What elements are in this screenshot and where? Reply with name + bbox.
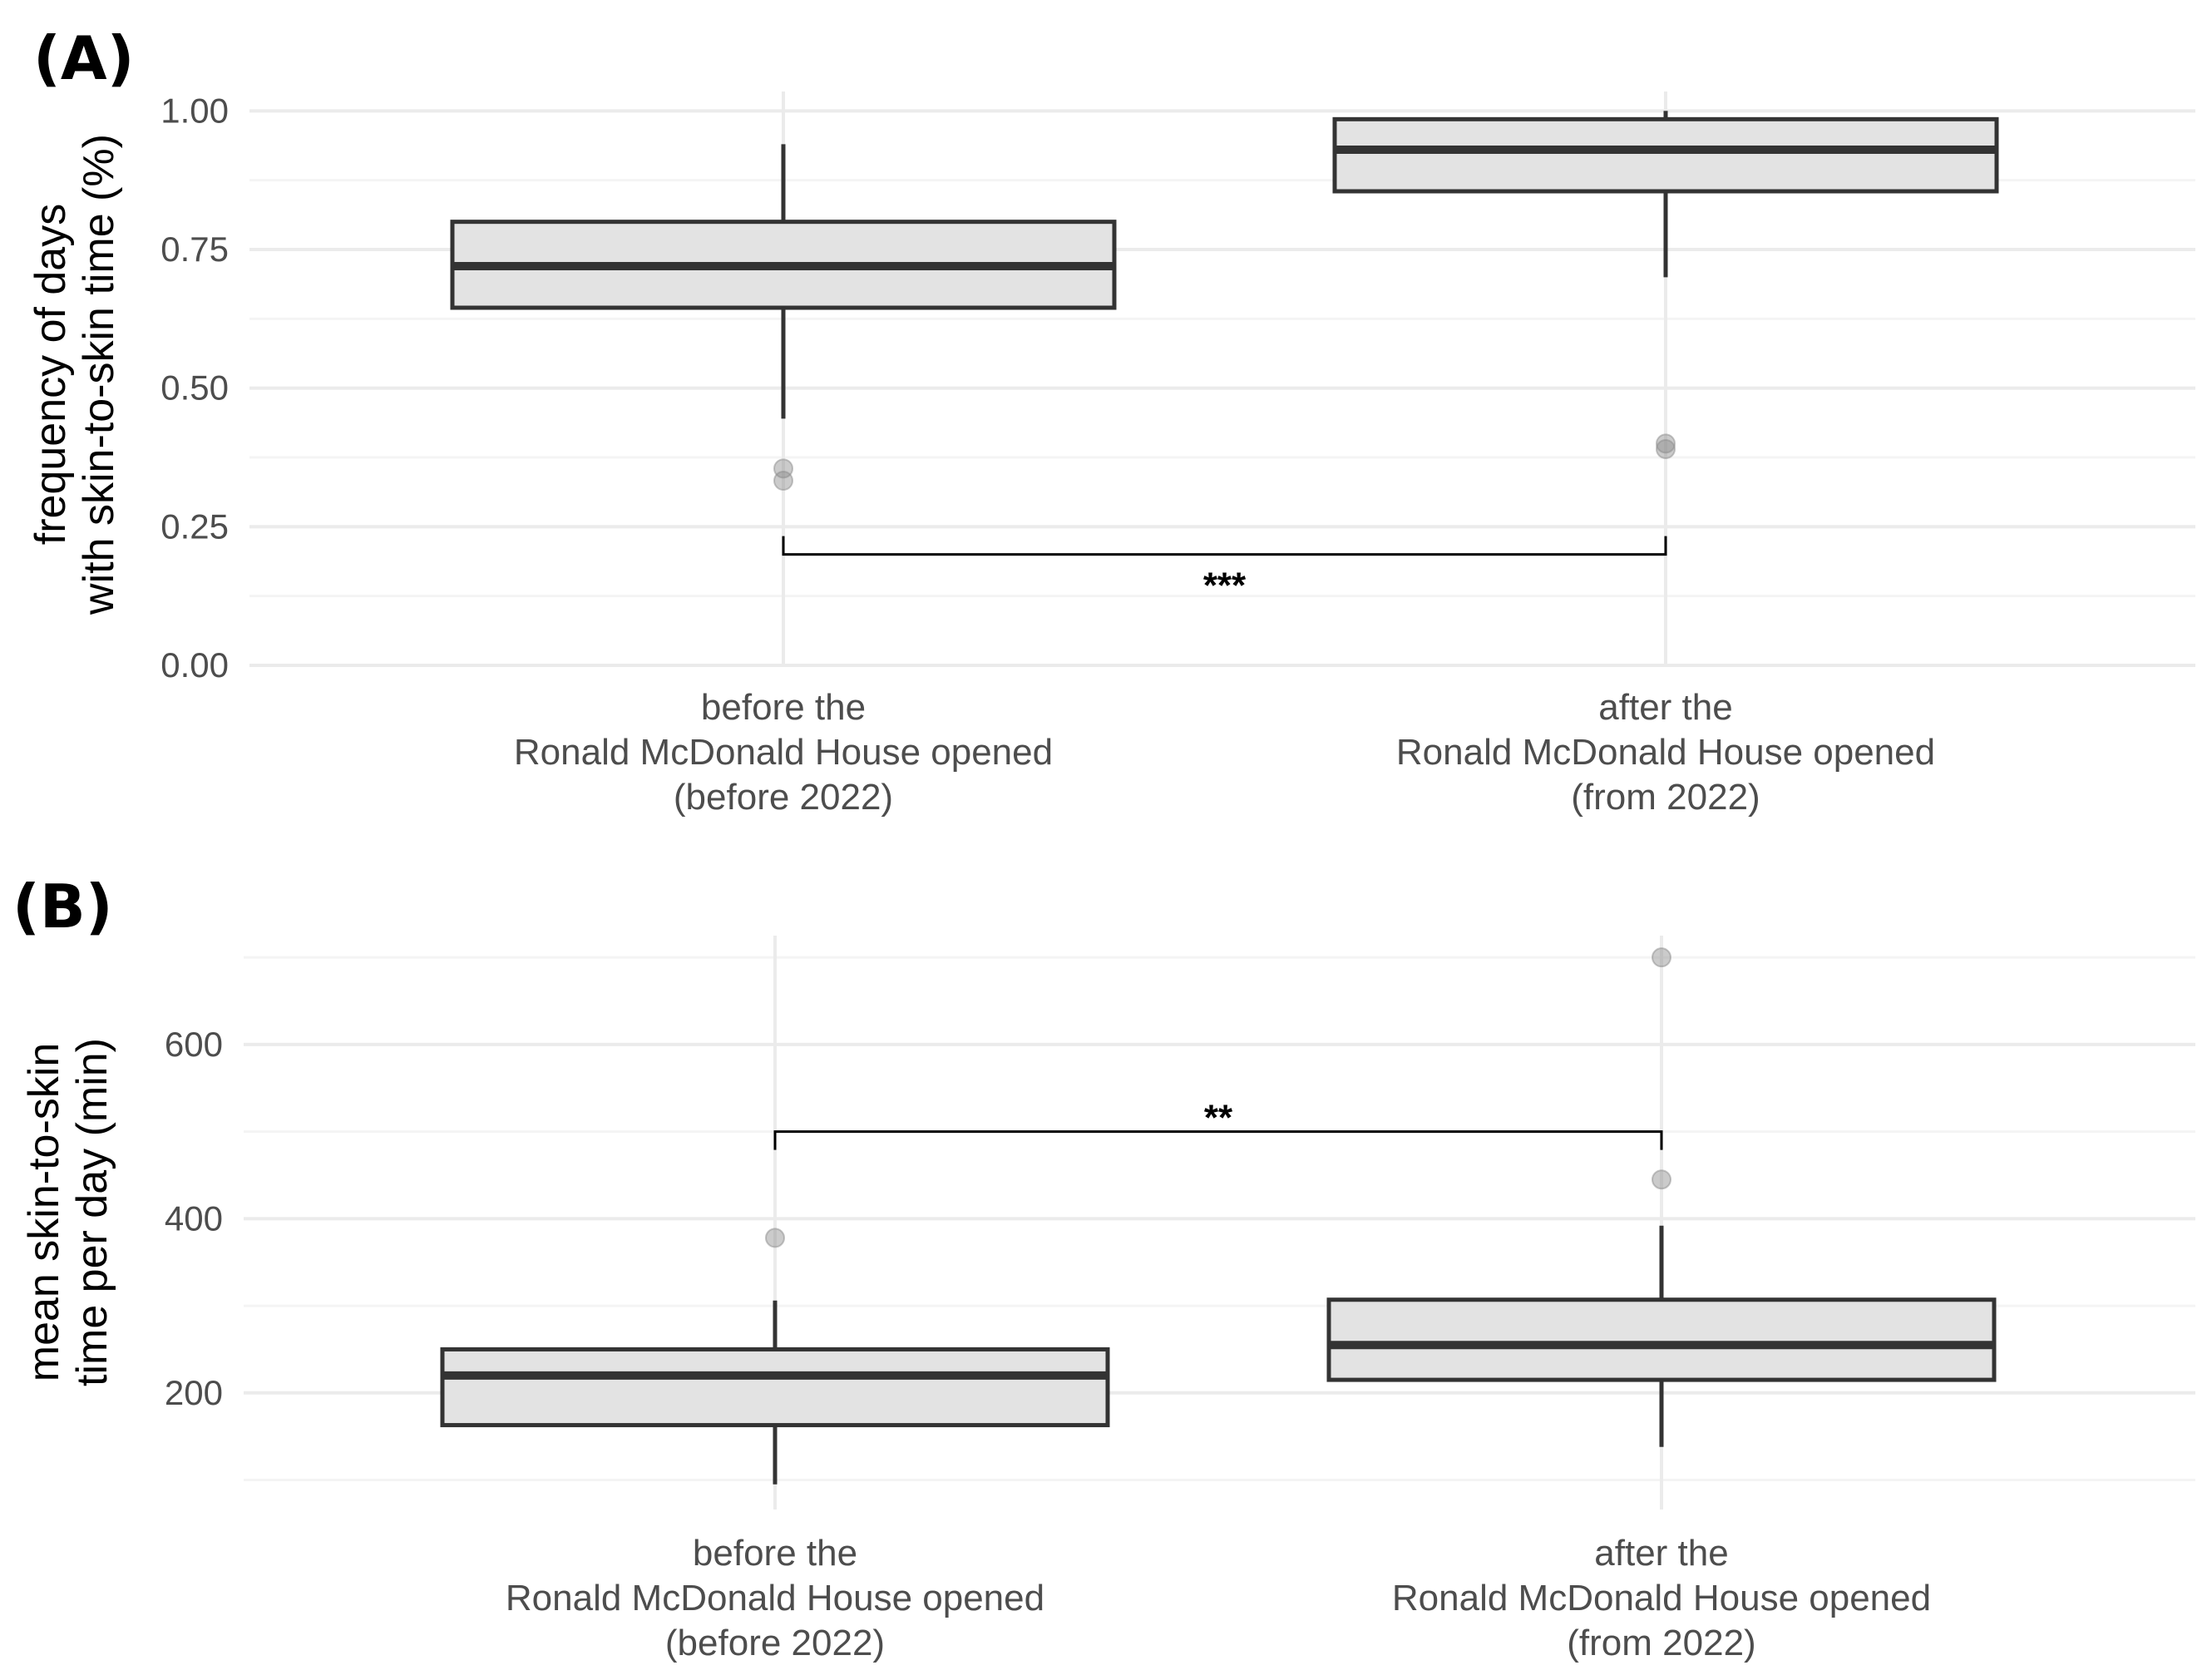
y-tick-label: 0.25 bbox=[160, 506, 229, 546]
y-tick-label: 0.50 bbox=[160, 368, 229, 408]
significance-bracket bbox=[782, 536, 1667, 556]
outlier-point bbox=[1656, 439, 1676, 459]
y-tick-label: 600 bbox=[165, 1025, 223, 1064]
outlier-point bbox=[1656, 433, 1676, 454]
y-axis-label: with skin-to-skin time (%) bbox=[75, 134, 123, 615]
significance-label: *** bbox=[1203, 566, 1247, 606]
outlier-point bbox=[765, 1228, 785, 1248]
y-tick-label: 0.75 bbox=[160, 230, 229, 269]
x-tick-label: Ronald McDonald House opened bbox=[514, 732, 1053, 773]
y-axis-label: time per day (min) bbox=[68, 1038, 116, 1386]
panel-label: (A) bbox=[33, 23, 135, 93]
panel-label: (B) bbox=[12, 872, 113, 941]
iqr-box bbox=[440, 1346, 1110, 1428]
x-tick-label: Ronald McDonald House opened bbox=[1392, 1578, 1931, 1618]
outlier-point bbox=[773, 471, 793, 491]
x-tick-label: (from 2022) bbox=[1571, 777, 1760, 818]
outlier-point bbox=[1652, 947, 1671, 968]
y-axis-label: mean skin-to-skin bbox=[20, 1043, 68, 1381]
y-tick-label: 0.00 bbox=[160, 645, 229, 684]
y-tick-label: 200 bbox=[165, 1373, 223, 1412]
x-tick-label: before the bbox=[693, 1533, 857, 1574]
x-tick-label: (before 2022) bbox=[674, 777, 893, 818]
y-tick-label: 400 bbox=[165, 1198, 223, 1238]
iqr-box bbox=[1326, 1297, 1997, 1382]
outlier-point bbox=[1652, 1169, 1671, 1190]
x-tick-label: (from 2022) bbox=[1567, 1623, 1755, 1663]
x-tick-label: after the bbox=[1598, 687, 1732, 728]
x-tick-label: Ronald McDonald House opened bbox=[1396, 732, 1935, 773]
x-tick-label: before the bbox=[701, 687, 866, 728]
x-tick-label: (before 2022) bbox=[665, 1623, 885, 1663]
box-after bbox=[1326, 947, 1997, 1447]
iqr-box bbox=[1332, 116, 1999, 194]
x-tick-label: Ronald McDonald House opened bbox=[506, 1578, 1044, 1618]
significance-label: ** bbox=[1204, 1098, 1233, 1139]
box-before bbox=[440, 1228, 1110, 1485]
significance-bracket bbox=[773, 1130, 1663, 1150]
x-tick-label: after the bbox=[1594, 1533, 1728, 1574]
box-before bbox=[450, 144, 1117, 491]
y-tick-label: 1.00 bbox=[160, 91, 229, 130]
y-axis-label: frequency of days bbox=[27, 204, 75, 545]
box-after bbox=[1332, 111, 1999, 459]
